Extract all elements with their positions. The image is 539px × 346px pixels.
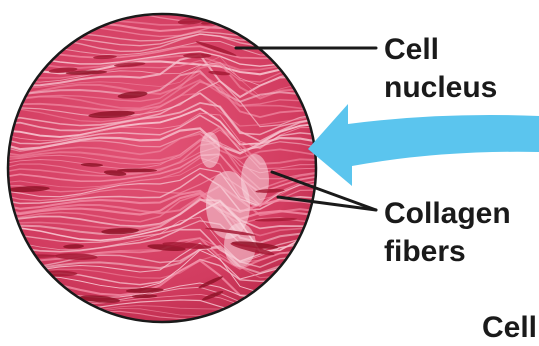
cell-nucleus-label-line2: nucleus: [384, 70, 497, 106]
pale-fiber-patch: [241, 154, 269, 206]
tissue-circle: [0, 10, 320, 325]
collagen-fibers-label-line1: Collagen: [384, 196, 511, 232]
collagen-fibers-label-line2: fibers: [384, 234, 466, 270]
cell-nucleus: [289, 313, 318, 318]
partial-cell-label: Cell: [482, 310, 537, 346]
pale-fiber-patch: [200, 132, 220, 168]
cell-nucleus-label-line1: Cell: [384, 32, 439, 68]
blue-arrow: [308, 104, 539, 186]
tissue-diagram: [0, 0, 539, 333]
